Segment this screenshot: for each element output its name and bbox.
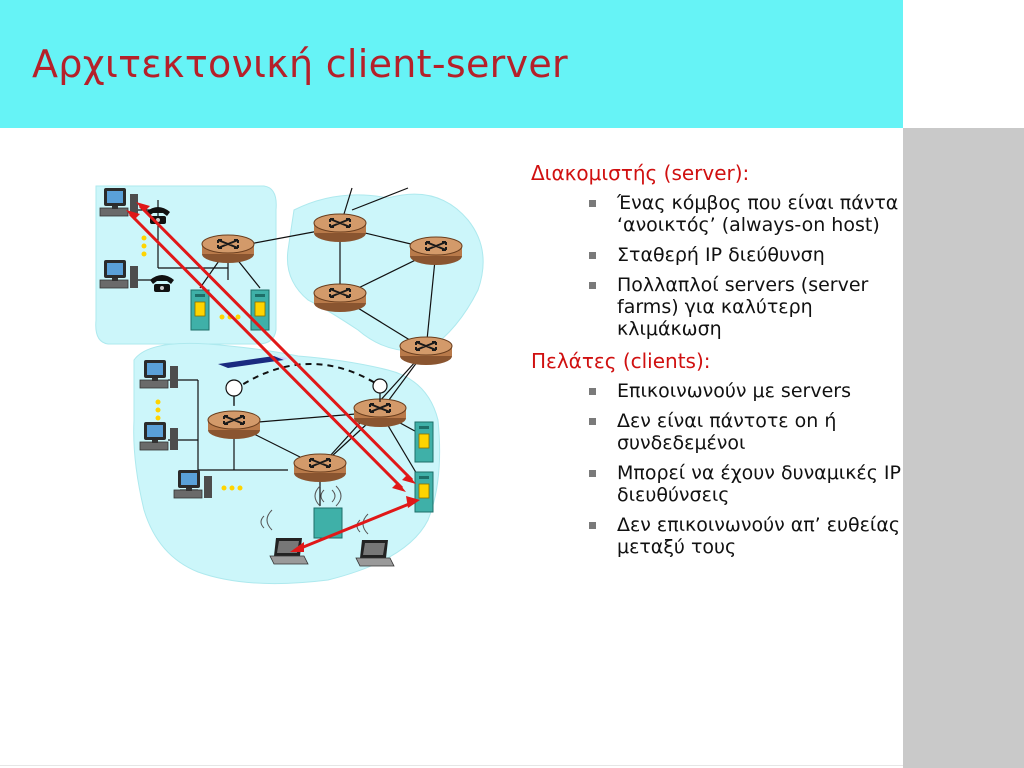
bullet-square-icon xyxy=(589,200,596,207)
title-bar: Αρχιτεκτονική client-server xyxy=(0,0,903,128)
server-icon xyxy=(414,421,434,463)
bullet-square-icon xyxy=(589,282,596,289)
list-item: Μπορεί να έχουν δυναμικές IP διευθύνσεις xyxy=(531,462,901,506)
router-icon xyxy=(201,234,255,264)
server-points: Ένας κόμβος που είναι πάντα ‘ανοικτός’ (… xyxy=(531,192,901,340)
router-icon xyxy=(409,236,463,266)
list-item: Δεν είναι πάντοτε on ή συνδεδεμένοι xyxy=(531,410,901,454)
bullet-square-icon xyxy=(589,252,596,259)
router-icon xyxy=(313,213,367,243)
bullet-square-icon xyxy=(589,522,596,529)
bullet-square-icon xyxy=(589,388,596,395)
router-icon xyxy=(353,398,407,428)
server-heading: Διακομιστής (server): xyxy=(531,161,750,185)
right-band xyxy=(903,128,1024,768)
server-icon xyxy=(250,289,270,331)
satellite-dish-icon xyxy=(225,378,388,406)
router-icon xyxy=(293,453,347,483)
bottom-divider xyxy=(0,765,903,766)
client-points: Επικοινωνούν με servers Δεν είναι πάντοτ… xyxy=(531,380,901,558)
server-icon xyxy=(190,289,210,331)
bullet-square-icon xyxy=(589,470,596,477)
list-item: Σταθερή IP διεύθυνση xyxy=(531,244,901,266)
list-item: Πολλαπλοί servers (server farms) για καλ… xyxy=(531,274,901,340)
wireless-base-station-icon xyxy=(313,485,343,539)
client-heading: Πελάτες (clients): xyxy=(531,349,711,373)
list-item: Επικοινωνούν με servers xyxy=(531,380,901,402)
list-item: Δεν επικοινωνούν απ’ ευθείας μεταξύ τους xyxy=(531,514,901,558)
list-item: Ένας κόμβος που είναι πάντα ‘ανοικτός’ (… xyxy=(531,192,901,236)
content-panel: Διακομιστής (server): Ένας κόμβος που εί… xyxy=(531,160,901,566)
router-icon xyxy=(399,336,453,366)
network-diagram xyxy=(95,185,484,585)
server-icon xyxy=(414,471,434,513)
slide-title: Αρχιτεκτονική client-server xyxy=(32,42,568,86)
router-icon xyxy=(207,410,261,440)
right-band-top xyxy=(903,0,1024,128)
router-icon xyxy=(313,283,367,313)
bullet-square-icon xyxy=(589,418,596,425)
